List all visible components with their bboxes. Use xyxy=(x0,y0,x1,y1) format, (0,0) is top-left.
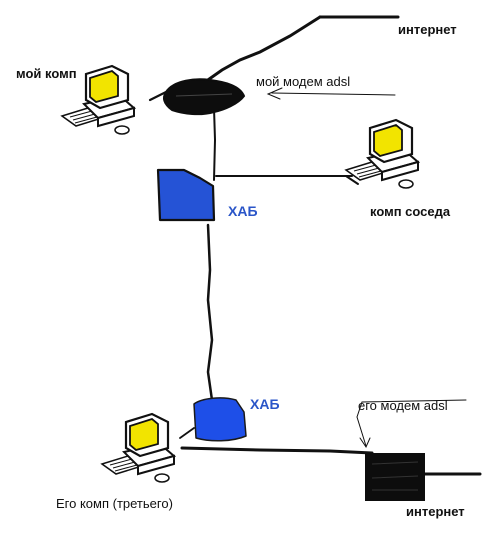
third-computer-icon xyxy=(100,412,176,484)
hub-icon-bottom xyxy=(193,397,247,442)
internet-line-top-diag xyxy=(203,15,322,84)
wire-neighbor-stub xyxy=(345,175,359,185)
third-computer-label: Его комп (третьего) xyxy=(56,496,173,511)
hub-icon-top xyxy=(156,168,216,222)
arrow-my-modem-head xyxy=(266,87,283,100)
wire-mycomp-modem xyxy=(148,90,168,102)
arrow-his-modem-line xyxy=(356,399,467,418)
hub-label-bottom: ХАБ xyxy=(250,396,280,412)
wire-hub-hismodem xyxy=(180,446,374,455)
wire-hub-thirdcomp xyxy=(179,427,195,439)
wire-hub-hub xyxy=(206,223,214,402)
neighbor-computer-label: комп соседа xyxy=(370,204,451,219)
wires xyxy=(148,15,482,476)
internet-label-top: интернет xyxy=(398,22,457,37)
hub-label-top: ХАБ xyxy=(228,203,258,219)
my-modem-label: мой модем adsl xyxy=(256,74,351,89)
arrow-my-modem-line xyxy=(271,92,396,96)
wire-modem-hub xyxy=(213,107,217,181)
neighbor-computer-icon xyxy=(344,118,420,190)
arrow-his-modem-head xyxy=(359,437,371,449)
internet-label-bottom: интернет xyxy=(406,504,465,519)
his-modem-label: его модем adsl xyxy=(358,398,448,413)
my-computer-label: мой комп xyxy=(16,66,77,81)
my-modem-icon xyxy=(163,78,246,116)
arrow-his-modem-stem xyxy=(356,416,367,447)
his-modem-icon xyxy=(365,453,425,501)
